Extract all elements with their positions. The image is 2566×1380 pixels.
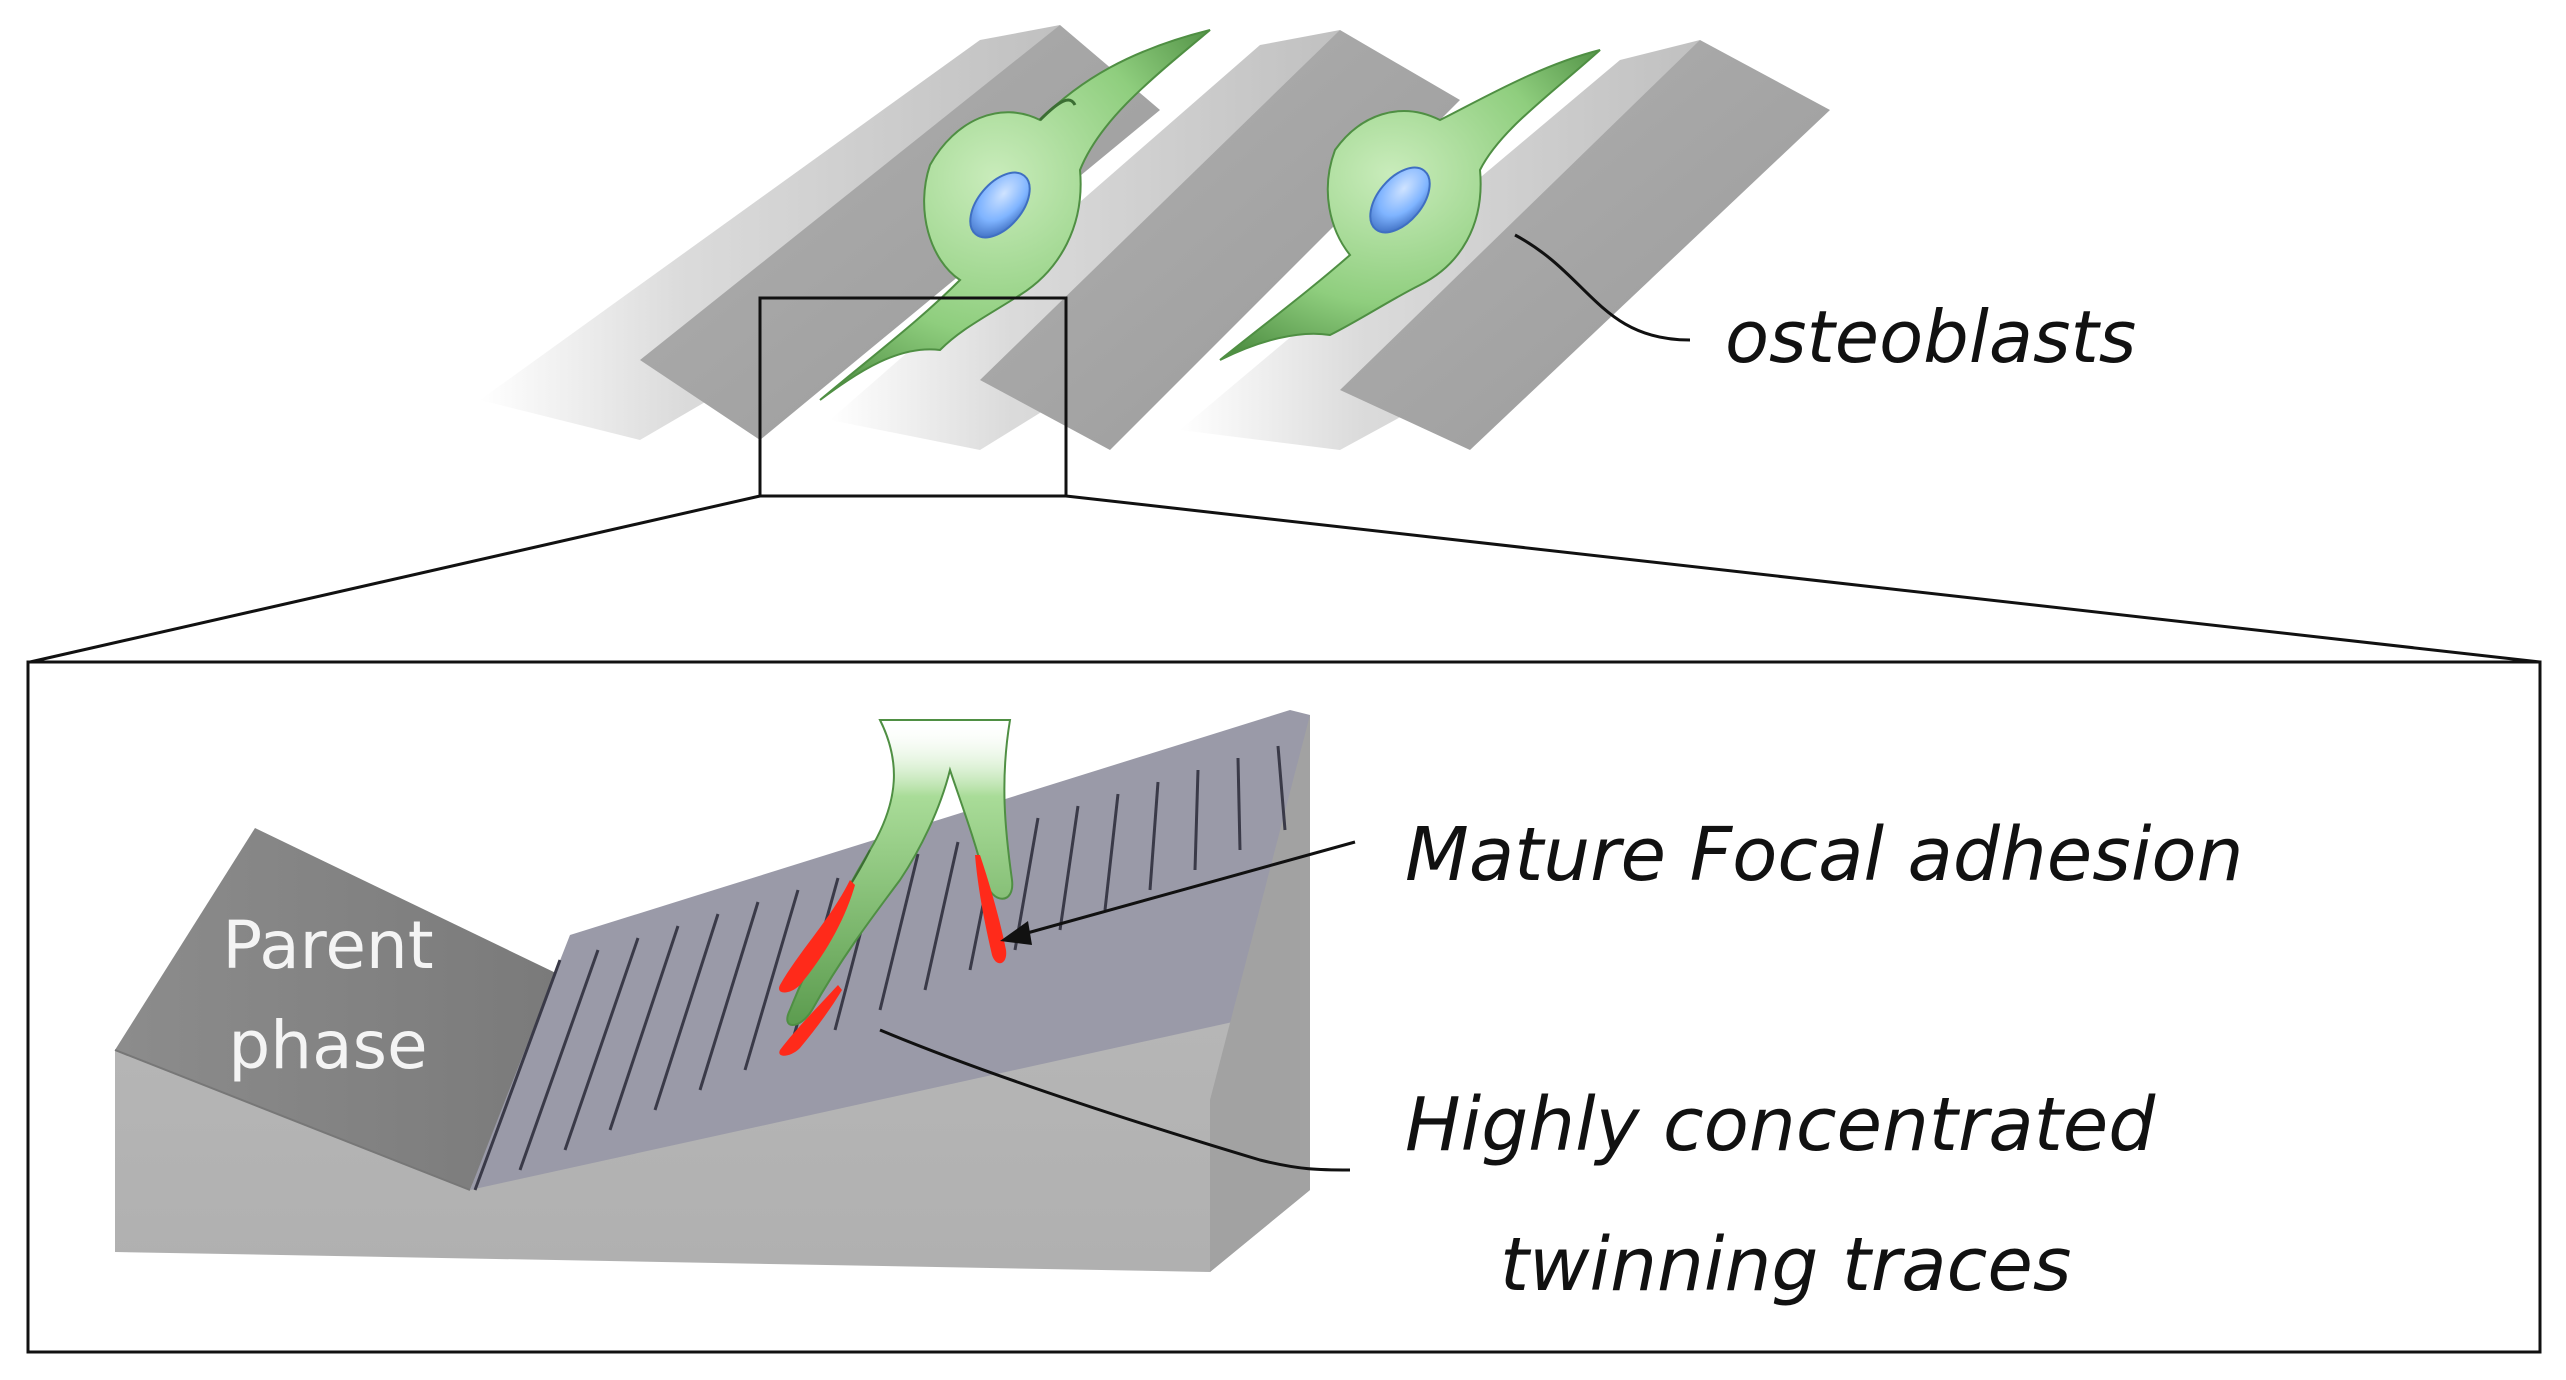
osteoblast-cell-2	[1219, 49, 1601, 361]
twinning-traces-label-line1: Highly concentrated	[1405, 1082, 2156, 1168]
substrate-block-front	[115, 715, 1310, 1272]
twinned-surface	[470, 710, 1310, 1190]
zoom-connector-left	[29, 494, 761, 664]
mature-focal-adhesion-label: Mature Focal adhesion	[1405, 812, 2244, 898]
zoomed-panel	[26, 660, 2542, 1354]
osteoblast-cell-1	[819, 29, 1211, 401]
focal-adhesion-arrow	[1000, 840, 1356, 945]
twinning-traces-label-line2: twinning traces	[1500, 1222, 2071, 1308]
zoom-connector-right	[1065, 494, 2541, 664]
osteoblasts-label: osteoblasts	[1725, 295, 2136, 379]
substrate-block-side	[1210, 715, 1310, 1272]
substrate-ridge-2	[830, 30, 1460, 450]
adhesion-spot-left-upper	[779, 880, 855, 993]
parent-phase-surface	[115, 828, 560, 1190]
twinning-leader-line	[879, 1028, 1351, 1172]
top-illustration	[480, 25, 1830, 498]
focal-adhesion-spots	[779, 855, 1007, 1056]
osteoblasts-leader-line	[1514, 233, 1691, 342]
zoom-box	[758, 296, 1068, 498]
parent-phase-label-line1: Parent	[222, 907, 433, 984]
adhesion-spot-right	[975, 855, 1007, 964]
adhesion-spot-left-lower	[779, 985, 842, 1056]
parent-phase-label-line2: phase	[228, 1007, 427, 1084]
